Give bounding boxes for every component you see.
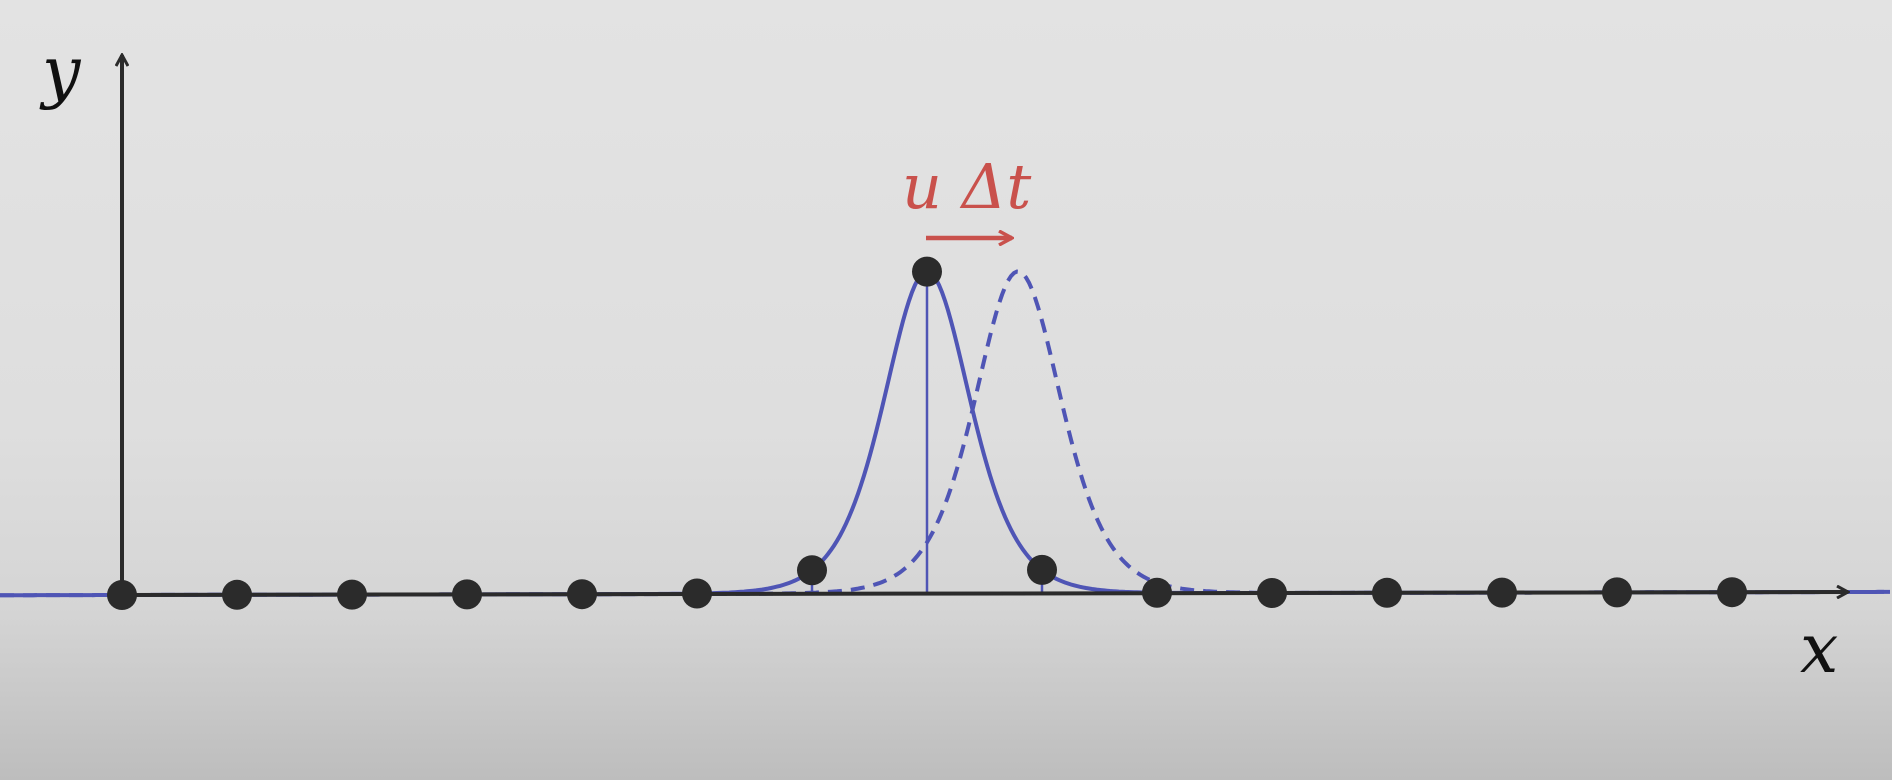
lattice-node (682, 578, 712, 609)
current-wave-curve (0, 269, 1890, 598)
y-axis-label: y (39, 33, 82, 112)
lattice-node (1487, 577, 1517, 608)
node-stems (810, 271, 1044, 594)
lattice-node (1257, 577, 1287, 608)
x-axis-label: x (1800, 610, 1838, 689)
shift-label: u Δt (902, 150, 1031, 223)
lattice-node (912, 256, 942, 287)
lattice-node (1027, 554, 1057, 585)
lattice-node (107, 580, 137, 610)
x-axis (121, 592, 1848, 595)
lattice-nodes (107, 256, 1747, 610)
shifted-wave-curve (0, 269, 1890, 598)
lattice-node (1602, 577, 1632, 608)
lattice-node (222, 579, 252, 610)
lattice-node (1142, 577, 1172, 608)
lattice-node (567, 579, 597, 610)
lattice-node (1372, 577, 1402, 608)
lattice-node (1717, 577, 1747, 608)
lattice-node (797, 555, 827, 586)
lattice-node (337, 579, 367, 610)
lattice-node (452, 579, 482, 610)
